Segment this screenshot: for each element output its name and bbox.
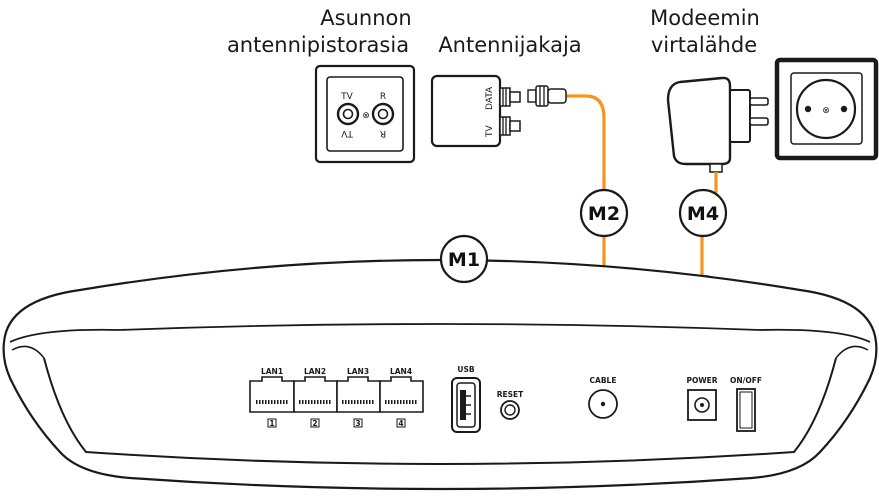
badge-m2-text: M2 <box>588 203 620 225</box>
antenna-splitter: DATA TV <box>430 74 521 148</box>
socket-r-label-flipped: R <box>380 128 386 138</box>
wall-socket-label-line2: antennipistorasia <box>227 33 409 57</box>
cable-f-connector-top <box>527 85 567 107</box>
splitter-label: Antennijakaja <box>438 33 581 57</box>
badge-m1: M1 <box>439 234 489 284</box>
splitter-tv-port-label: TV <box>485 125 495 138</box>
on-off-switch[interactable]: ON/OFF <box>730 376 762 432</box>
power-port-label: POWER <box>686 376 717 385</box>
lan-port-group: LAN1 1 LAN2 2 LAN3 3 LAN4 4 <box>249 367 424 428</box>
usb-port-label: USB <box>457 365 474 374</box>
lan-port-label: LAN3 <box>347 367 369 376</box>
lan-port-2[interactable]: LAN2 2 <box>293 367 338 428</box>
badge-m4-text: M4 <box>687 203 719 225</box>
reset-label: RESET <box>497 390 524 399</box>
power-adapter <box>666 76 769 173</box>
lan-port-label: LAN4 <box>390 367 412 376</box>
power-supply-label-line1: Modeemin <box>650 6 760 30</box>
badge-m2: M2 <box>579 188 629 238</box>
lan-port-number: 1 <box>269 419 274 428</box>
socket-center-symbol: ⊗ <box>362 111 370 121</box>
on-off-label: ON/OFF <box>730 376 762 385</box>
modem <box>2 258 878 491</box>
antenna-wall-socket: ⊗ TV R TV R <box>314 64 416 164</box>
lan-port-1[interactable]: LAN1 1 <box>249 367 295 428</box>
cable-port-label: CABLE <box>590 376 617 385</box>
wall-socket-label-line1: Asunnon <box>320 6 411 30</box>
socket-tv-label-flipped: TV <box>340 128 353 138</box>
reset-button[interactable]: RESET <box>497 390 524 420</box>
splitter-data-port-label: DATA <box>485 86 495 110</box>
outlet-earth-symbol: ⊗ <box>822 106 830 116</box>
power-supply-label-line2: virtalähde <box>651 33 757 57</box>
power-wall-outlet: ⊗ <box>774 57 879 161</box>
power-port[interactable]: POWER <box>686 376 718 421</box>
badge-m1-text: M1 <box>448 249 480 271</box>
lan-port-number: 2 <box>312 419 317 428</box>
socket-r-label: R <box>380 92 386 102</box>
lan-port-label: LAN2 <box>304 367 326 376</box>
lan-port-label: LAN1 <box>261 367 283 376</box>
lan-port-number: 4 <box>398 419 403 428</box>
badge-m4: M4 <box>678 188 728 238</box>
lan-port-number: 3 <box>355 419 360 428</box>
antenna-cable <box>566 94 606 328</box>
usb-port[interactable]: USB <box>451 365 481 433</box>
lan-port-3[interactable]: LAN3 3 <box>336 367 381 428</box>
socket-tv-label: TV <box>340 92 353 102</box>
cable-port[interactable]: CABLE <box>588 376 618 419</box>
lan-port-4[interactable]: LAN4 4 <box>379 367 424 428</box>
